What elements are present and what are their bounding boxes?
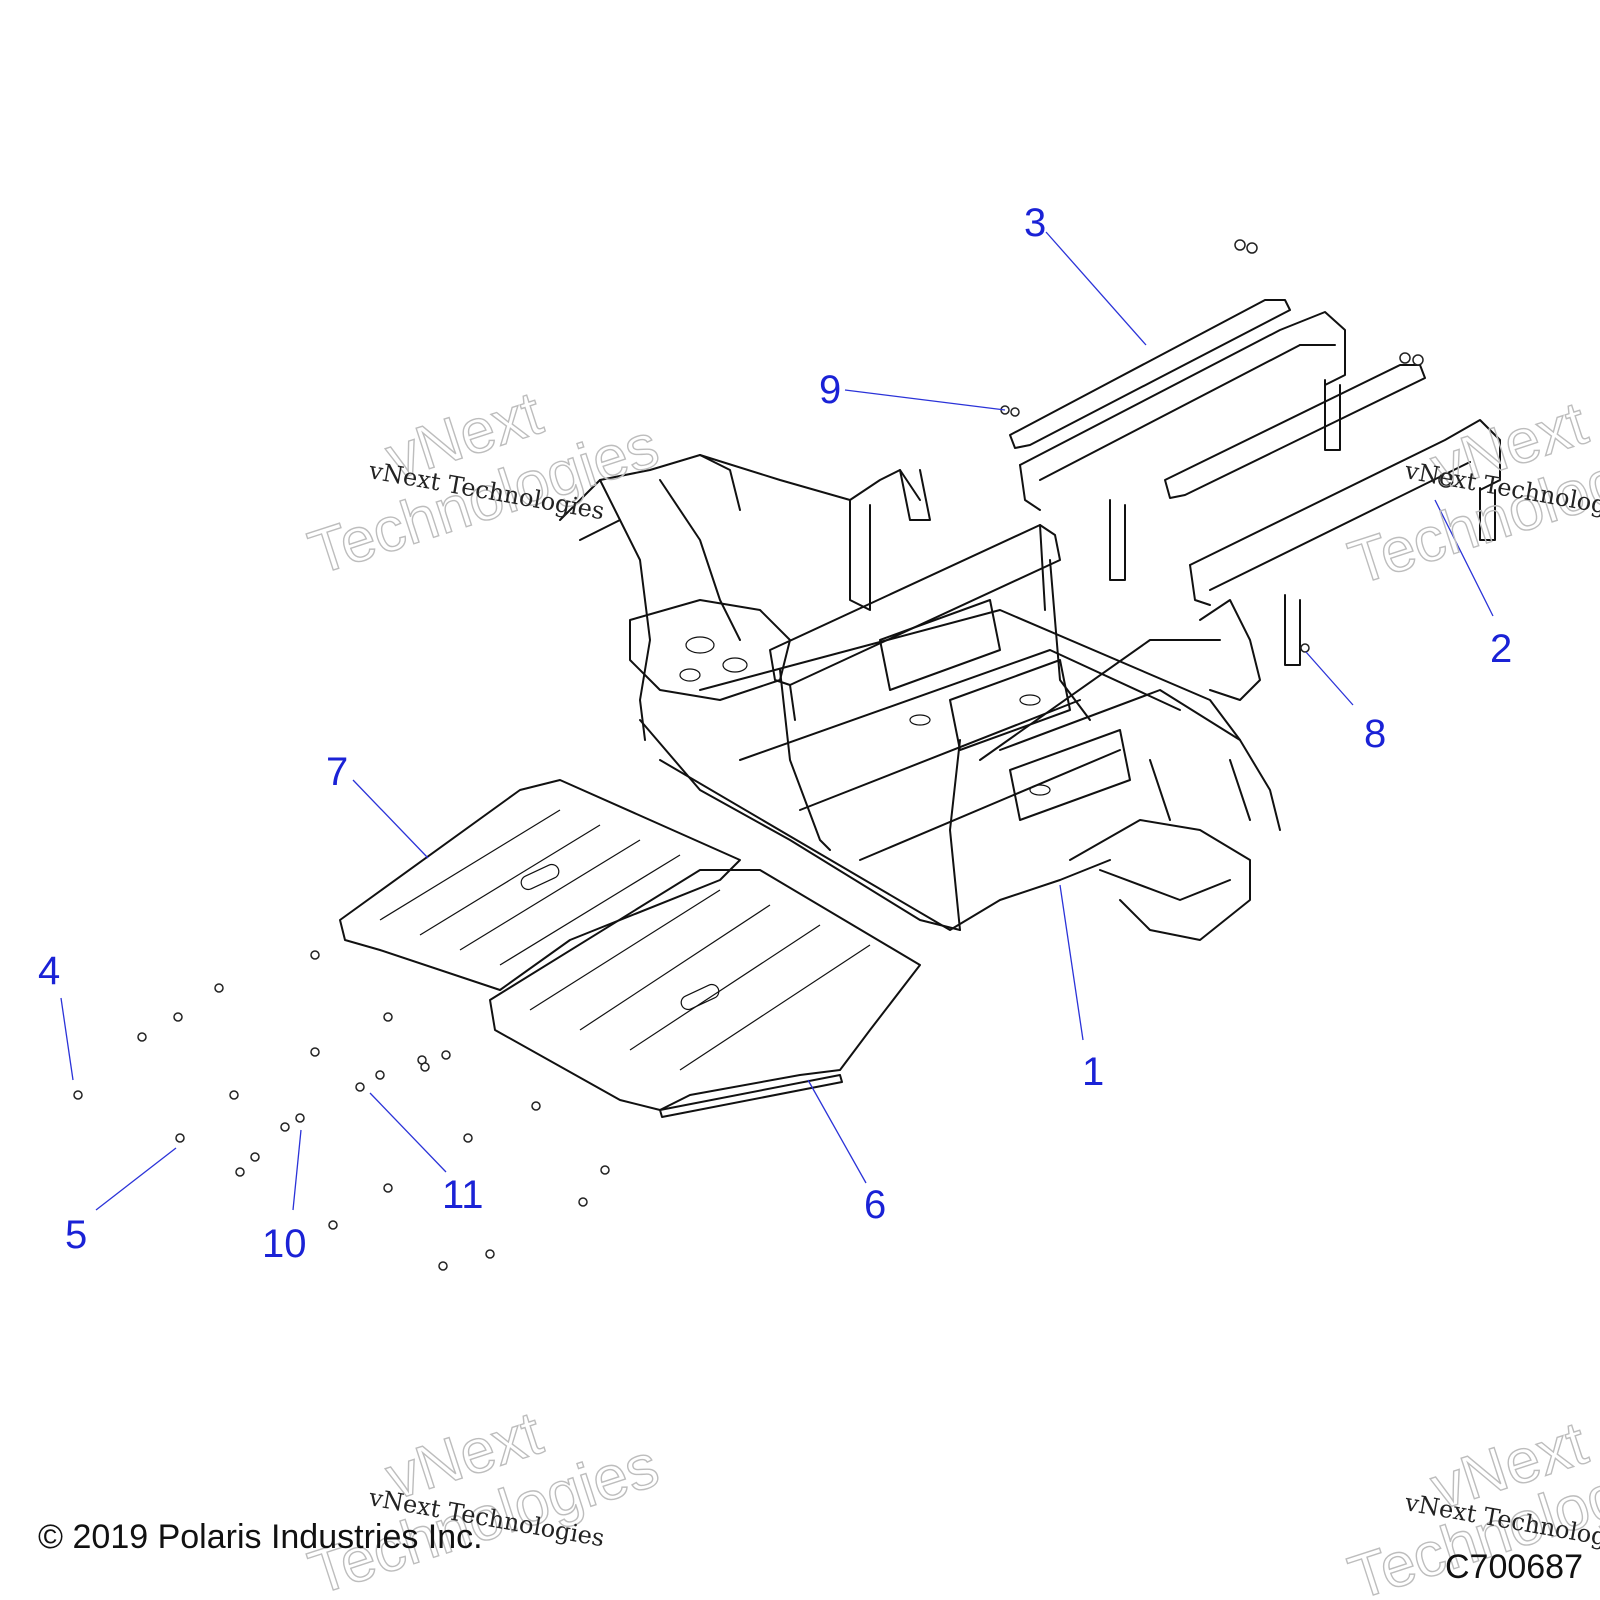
leader-7	[352, 779, 429, 859]
main-frame	[559, 454, 1281, 941]
watermark-lower-left: vNext Technologies vNext Technologies	[300, 1398, 667, 1600]
leader-2	[1434, 499, 1494, 617]
leader-10	[292, 1129, 302, 1211]
leader-8	[1305, 651, 1354, 706]
fastener-hardware	[73, 643, 1310, 1271]
leader-3	[1045, 231, 1147, 346]
callout-9: 9	[819, 368, 841, 412]
leader-9	[844, 389, 1006, 411]
floor-panel-6	[489, 869, 921, 1118]
callout-11: 11	[442, 1173, 484, 1217]
callout-labels: 1 2 3 4 5 6 7 8 9 10 11	[38, 201, 1512, 1266]
callout-3: 3	[1024, 201, 1046, 245]
callout-7: 7	[326, 750, 348, 794]
leader-lines	[60, 231, 1494, 1211]
watermark-upper-left: vNext Technologies vNext Technologies	[300, 378, 667, 589]
callout-5: 5	[65, 1213, 87, 1257]
watermark-upper-right: vNext Technologies vNext Technologies	[1340, 388, 1600, 599]
rear-rail-assembly-2	[1164, 352, 1501, 666]
leader-11	[369, 1092, 447, 1173]
rear-rail-assembly-3	[1000, 239, 1346, 581]
leader-6	[807, 1079, 867, 1184]
callout-1: 1	[1082, 1050, 1104, 1094]
floor-panel-7	[339, 779, 741, 991]
callout-10: 10	[262, 1222, 307, 1266]
callout-4: 4	[38, 949, 60, 993]
leader-4	[60, 997, 74, 1081]
leader-1	[1059, 884, 1084, 1041]
callout-8: 8	[1364, 712, 1386, 756]
copyright-notice: © 2019 Polaris Industries Inc.	[38, 1518, 483, 1556]
figure-code: C700687	[1445, 1548, 1583, 1586]
callout-2: 2	[1490, 627, 1512, 671]
callout-6: 6	[864, 1183, 886, 1227]
leader-5	[95, 1147, 177, 1211]
